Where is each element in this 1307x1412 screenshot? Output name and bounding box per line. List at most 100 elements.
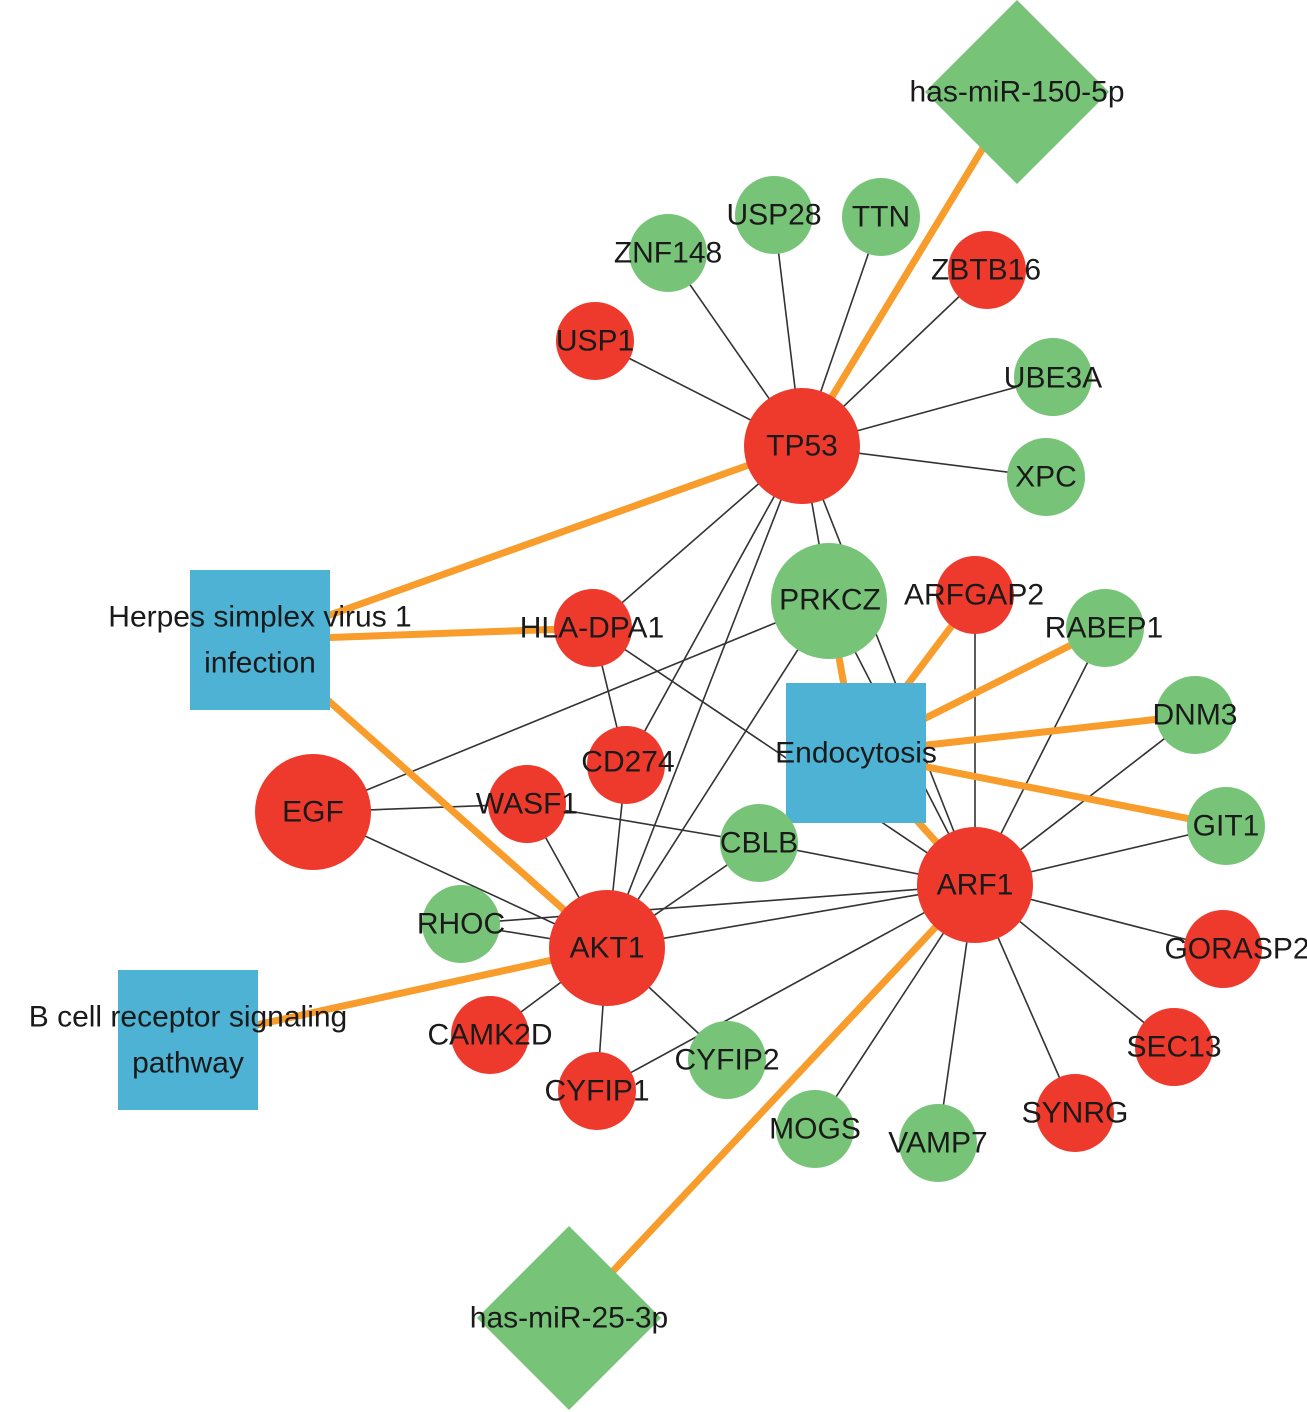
gene-node-shape [688, 1021, 766, 1099]
node-label: B cell receptor signaling [29, 1001, 348, 1034]
node-akt1: AKT1 [549, 890, 665, 1006]
regulatory-edge-mir150-tp53 [799, 90, 1020, 448]
node-label: CYFIP2 [674, 1044, 779, 1077]
interaction-edge-wasf1-cblb [526, 803, 760, 844]
node-cyfip2: CYFIP2 [674, 1021, 780, 1099]
interaction-edge-tp53-cd274 [625, 445, 803, 766]
node-label: HLA-DPA1 [520, 612, 665, 645]
interaction-edge-prkcz-akt1 [606, 600, 830, 949]
gene-node-shape [735, 176, 813, 254]
node-gorasp2: GORASP2 [1164, 910, 1307, 988]
node-label: ARF1 [937, 869, 1014, 902]
node-prkcz: PRKCZ [771, 543, 887, 659]
gene-node-shape [776, 1090, 854, 1168]
node-label: has-miR-150-5p [909, 76, 1124, 109]
node-label: MOGS [769, 1113, 861, 1146]
node-label: SEC13 [1126, 1031, 1221, 1064]
node-sec13: SEC13 [1126, 1008, 1222, 1086]
node-wasf1: WASF1 [476, 765, 578, 843]
node-label: TTN [852, 201, 910, 234]
gene-node-shape [1156, 676, 1234, 754]
node-label: UBE3A [1004, 362, 1102, 395]
node-egf: EGF [255, 754, 371, 870]
gene-node-shape [554, 589, 632, 667]
gene-node-shape [255, 754, 371, 870]
node-label: GORASP2 [1164, 933, 1307, 966]
node-dnm3: DNM3 [1152, 676, 1238, 754]
pathway-node-shape [786, 683, 926, 823]
node-rabep1: RABEP1 [1045, 589, 1163, 667]
gene-node-shape [451, 996, 529, 1074]
node-label: WASF1 [476, 788, 578, 821]
node-label: ZBTB16 [931, 254, 1041, 287]
gene-node-shape [917, 827, 1033, 943]
node-hla-dpa1: HLA-DPA1 [520, 589, 665, 667]
node-mir150: has-miR-150-5p [909, 0, 1125, 184]
mirna-node-shape [477, 1226, 661, 1410]
gene-node-shape [556, 302, 634, 380]
interaction-edge-rhoc-arf1 [460, 884, 976, 925]
gene-node-shape [488, 765, 566, 843]
node-arf1: ARF1 [917, 827, 1033, 943]
node-cblb: CBLB [720, 804, 798, 882]
interaction-edge-cyfip1-arf1 [596, 884, 976, 1092]
gene-node-shape [1184, 910, 1262, 988]
node-label: TP53 [766, 430, 838, 463]
gene-node-shape [899, 1104, 977, 1182]
node-usp1: USP1 [556, 302, 634, 380]
node-label: infection [204, 647, 316, 680]
gene-node-shape [1187, 787, 1265, 865]
gene-node-shape [948, 231, 1026, 309]
gene-node-shape [422, 885, 500, 963]
node-label: VAMP7 [888, 1127, 987, 1160]
node-usp28: USP28 [726, 176, 822, 254]
gene-node-shape [771, 543, 887, 659]
node-mir25: has-miR-25-3p [470, 1226, 668, 1410]
node-label: has-miR-25-3p [470, 1302, 668, 1335]
regulatory-edge-mir25-arf1 [566, 882, 978, 1321]
node-mogs: MOGS [769, 1090, 861, 1168]
node-label: CYFIP1 [544, 1075, 649, 1108]
node-vamp7: VAMP7 [888, 1104, 988, 1182]
node-tp53: TP53 [744, 388, 860, 504]
interaction-edge-tp53-arf1 [801, 445, 976, 886]
node-znf148: ZNF148 [614, 214, 722, 292]
node-label: PRKCZ [779, 584, 881, 617]
node-xpc: XPC [1007, 438, 1085, 516]
node-label: ARFGAP2 [904, 579, 1044, 612]
node-label: USP1 [556, 325, 634, 358]
node-label: Herpes simplex virus 1 [108, 601, 411, 634]
gene-node-shape [1066, 589, 1144, 667]
gene-node-shape [1036, 1074, 1114, 1152]
node-label: RABEP1 [1045, 612, 1163, 645]
node-camk2d: CAMK2D [427, 996, 553, 1074]
node-label: AKT1 [569, 932, 644, 965]
gene-node-shape [842, 178, 920, 256]
node-layer: has-miR-150-5p has-miR-25-3p Herpes simple… [29, 0, 1307, 1410]
pathway-node-shape [190, 570, 330, 710]
interaction-edge-tp53-akt1 [606, 445, 803, 949]
node-git1: GIT1 [1187, 787, 1265, 865]
node-label: SYNRG [1022, 1097, 1129, 1130]
gene-node-shape [936, 556, 1014, 634]
interaction-edge-prkcz-egf [312, 600, 830, 813]
node-label: Endocytosis [775, 737, 937, 770]
gene-node-shape [744, 388, 860, 504]
node-hsv: Herpes simplex virus 1 infection [108, 570, 412, 710]
node-label: GIT1 [1193, 810, 1260, 843]
node-label: XPC [1015, 461, 1077, 494]
gene-node-shape [1014, 338, 1092, 416]
gene-node-shape [549, 890, 665, 1006]
gene-node-shape [558, 1052, 636, 1130]
gene-node-shape [1007, 438, 1085, 516]
node-rhoc: RHOC [417, 885, 505, 963]
gene-node-shape [720, 804, 798, 882]
node-ttn: TTN [842, 178, 920, 256]
gene-node-shape [629, 214, 707, 292]
node-cyfip1: CYFIP1 [544, 1052, 650, 1130]
node-label: EGF [282, 796, 344, 829]
node-label: DNM3 [1152, 699, 1237, 732]
node-ube3a: UBE3A [1004, 338, 1102, 416]
node-label: RHOC [417, 908, 505, 941]
